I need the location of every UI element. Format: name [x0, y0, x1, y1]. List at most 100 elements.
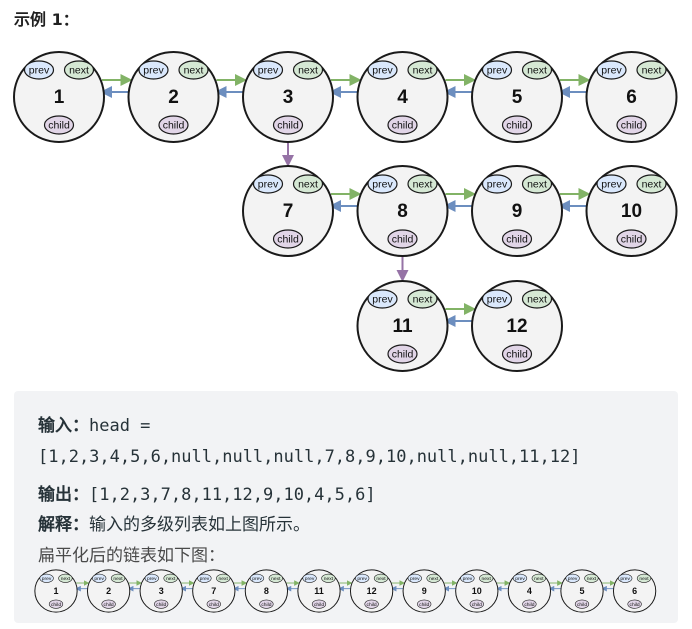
node-value: 10: [621, 201, 642, 222]
next-label: next: [271, 576, 281, 582]
child-label: child: [577, 602, 587, 608]
prev-label: prev: [487, 294, 508, 306]
prev-pointer: [138, 60, 169, 80]
next-pointer: [163, 573, 178, 583]
node-value: 7: [211, 586, 216, 596]
child-label: child: [277, 234, 299, 246]
node-value: 2: [168, 87, 179, 108]
next-pointer: [63, 60, 95, 80]
output-array: [1,2,3,7,8,11,12,9,10,4,5,6]: [89, 485, 376, 505]
prev-label: prev: [258, 179, 279, 191]
node-value: 9: [422, 586, 427, 596]
prev-pointer: [481, 60, 513, 80]
next-pointer: [407, 174, 438, 194]
next-label: next: [527, 65, 547, 77]
child-pointer: [469, 599, 484, 609]
prev-pointer: [252, 174, 284, 194]
child-pointer: [206, 599, 221, 609]
prev-label: prev: [143, 65, 164, 77]
node-value: 2: [106, 586, 111, 596]
node-value: 6: [632, 586, 637, 596]
prev-pointer: [252, 60, 284, 80]
next-label: next: [527, 294, 547, 306]
node-value: 11: [314, 586, 324, 596]
child-pointer: [154, 599, 169, 609]
next-pointer: [292, 60, 324, 80]
child-label: child: [392, 120, 414, 132]
prev-pointer: [481, 289, 513, 309]
next-label: next: [413, 65, 433, 77]
prev-pointer: [460, 573, 475, 583]
child-label: child: [209, 602, 219, 608]
prev-pointer: [249, 573, 265, 583]
node-value: 12: [506, 316, 527, 337]
node-value: 5: [512, 87, 523, 108]
next-pointer: [321, 573, 336, 583]
prev-label: prev: [258, 65, 279, 77]
next-label: next: [184, 65, 204, 77]
child-pointer: [616, 229, 647, 249]
prev-pointer: [39, 573, 54, 583]
next-pointer: [531, 573, 546, 583]
prev-label: prev: [147, 576, 157, 582]
child-pointer: [501, 229, 533, 249]
output-line: 输出：[1,2,3,7,8,11,12,9,10,4,5,6]: [38, 480, 376, 505]
child-label: child: [392, 349, 414, 361]
next-label: next: [113, 576, 123, 582]
child-label: child: [277, 120, 299, 132]
child-pointer: [417, 599, 432, 609]
next-pointer: [426, 573, 441, 583]
prev-label: prev: [29, 65, 50, 77]
next-label: next: [298, 179, 318, 191]
child-pointer: [259, 599, 274, 609]
child-pointer: [501, 344, 533, 364]
child-pointer: [627, 599, 642, 609]
prev-pointer: [596, 174, 627, 194]
input-code: head =: [89, 416, 151, 436]
child-pointer: [158, 115, 189, 135]
prev-pointer: [367, 60, 398, 80]
prev-pointer: [197, 573, 212, 583]
child-pointer: [616, 115, 647, 135]
explanation-label: 解释：: [38, 515, 89, 535]
child-pointer: [387, 229, 418, 249]
child-label: child: [419, 602, 429, 608]
node-value: 5: [579, 586, 584, 596]
child-label: child: [51, 602, 61, 608]
prev-pointer: [92, 573, 107, 583]
child-label: child: [630, 602, 640, 608]
node-value: 10: [472, 586, 482, 596]
next-label: next: [324, 576, 334, 582]
node-value: 3: [283, 87, 294, 108]
prev-label: prev: [601, 179, 622, 191]
next-pointer: [521, 289, 553, 309]
child-label: child: [314, 602, 324, 608]
next-label: next: [534, 576, 544, 582]
next-pointer: [216, 573, 231, 583]
prev-pointer: [23, 60, 55, 80]
node-value: 4: [397, 87, 408, 108]
prev-pointer: [407, 573, 422, 583]
next-label: next: [642, 179, 662, 191]
node-value: 3: [159, 586, 164, 596]
child-label: child: [48, 120, 70, 132]
next-pointer: [58, 573, 73, 583]
child-label: child: [472, 602, 482, 608]
prev-label: prev: [94, 576, 104, 582]
prev-label: prev: [463, 576, 473, 582]
explanation-text: 输入的多级列表如上图所示。: [89, 515, 310, 535]
prev-label: prev: [372, 179, 393, 191]
